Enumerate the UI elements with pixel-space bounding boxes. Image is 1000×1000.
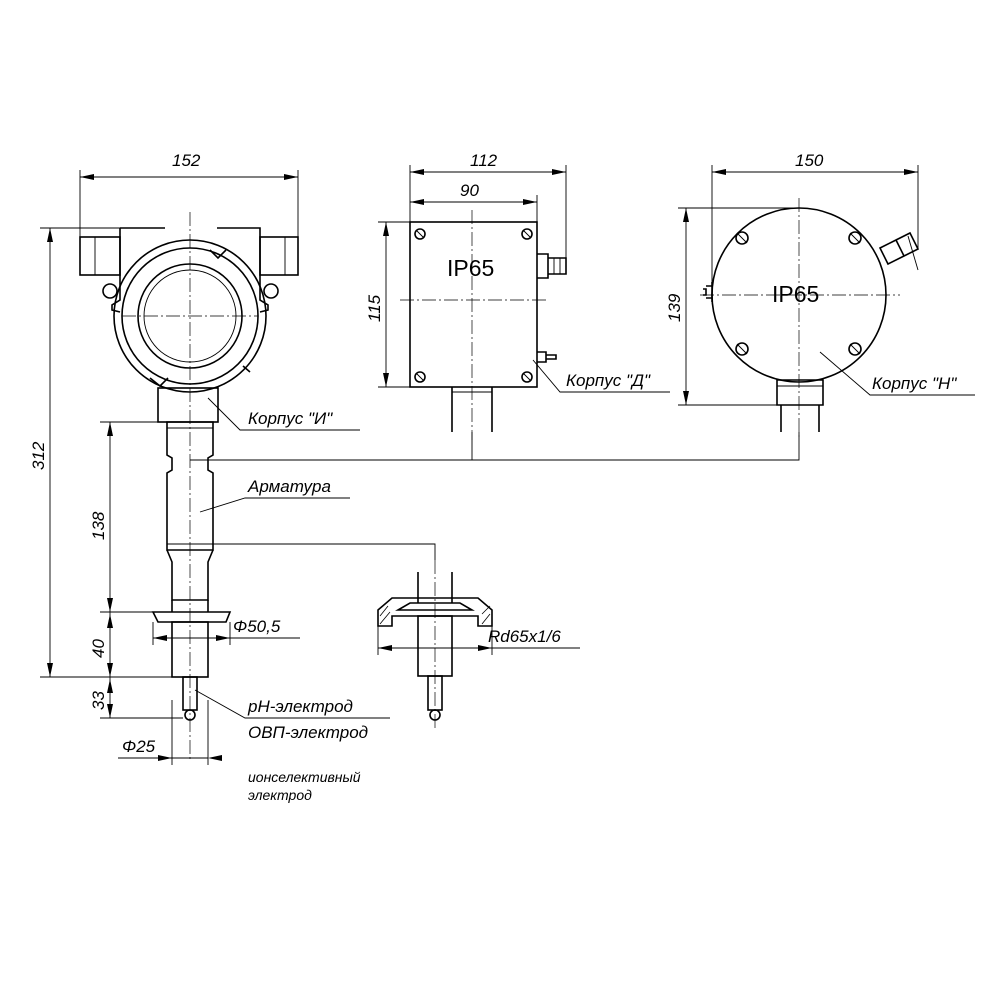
leader-housing-d	[532, 359, 670, 393]
label-housing-d: Корпус "Д"	[566, 371, 651, 390]
housing-n-bolts	[735, 231, 862, 356]
label-ph-electrode: рН-электрод	[247, 697, 353, 716]
dim-33: 33	[89, 691, 108, 710]
housing-link-line	[190, 432, 800, 461]
housing-d-ground-screw	[537, 351, 557, 363]
housing-block	[120, 227, 269, 313]
label-ion-electrode-1: ионселективный	[248, 769, 361, 785]
label-ion-electrode-2: электрод	[248, 787, 312, 803]
housing-d-gland	[537, 253, 567, 279]
left-gland	[79, 236, 121, 276]
dim-139: 139	[665, 293, 684, 322]
right-gland	[259, 236, 299, 276]
housing-n-view: IP65	[700, 198, 920, 440]
label-housing-i: Корпус "И"	[248, 409, 333, 428]
dim-clamp-diameter: Φ50,5	[233, 617, 281, 636]
housing-d-view: IP65	[400, 210, 567, 440]
leader-housing-n	[819, 351, 975, 396]
leader-housing-i	[207, 397, 360, 431]
thread-nut	[377, 597, 493, 627]
dim-40: 40	[89, 639, 108, 658]
dim-115: 115	[365, 294, 384, 322]
thread-detail-view	[190, 543, 493, 730]
dim-312: 312	[29, 441, 48, 470]
leader-electrode	[194, 689, 390, 719]
housing-i-view	[79, 212, 299, 760]
bolt-left	[102, 283, 118, 299]
housing-n-gland	[878, 231, 920, 266]
dimension-lines	[40, 165, 919, 765]
dim-thread: Rd65x1/6	[488, 627, 561, 646]
dim-90: 90	[460, 181, 479, 200]
housing-neck	[157, 387, 219, 423]
dim-138: 138	[89, 511, 108, 540]
housing-n-fitting	[776, 379, 824, 406]
housing-n-ip-rating: IP65	[772, 281, 819, 307]
housing-d-bolts	[414, 228, 533, 383]
label-housing-n: Корпус "Н"	[872, 374, 957, 393]
dim-112: 112	[470, 151, 498, 170]
dim-150: 150	[795, 151, 824, 170]
bolt-right	[263, 283, 279, 299]
housing-d-body	[409, 221, 538, 388]
housing-n-left-screw	[703, 282, 713, 302]
dim-152: 152	[172, 151, 201, 170]
label-orp-electrode: ОВП-электрод	[248, 723, 368, 742]
label-armature: Арматура	[247, 477, 331, 496]
dim-electrode-diameter: Φ25	[122, 737, 156, 756]
leader-armature	[199, 497, 350, 513]
housing-d-ip-rating: IP65	[447, 255, 494, 281]
leader-lines	[194, 351, 975, 719]
clamp-flange	[151, 611, 232, 623]
